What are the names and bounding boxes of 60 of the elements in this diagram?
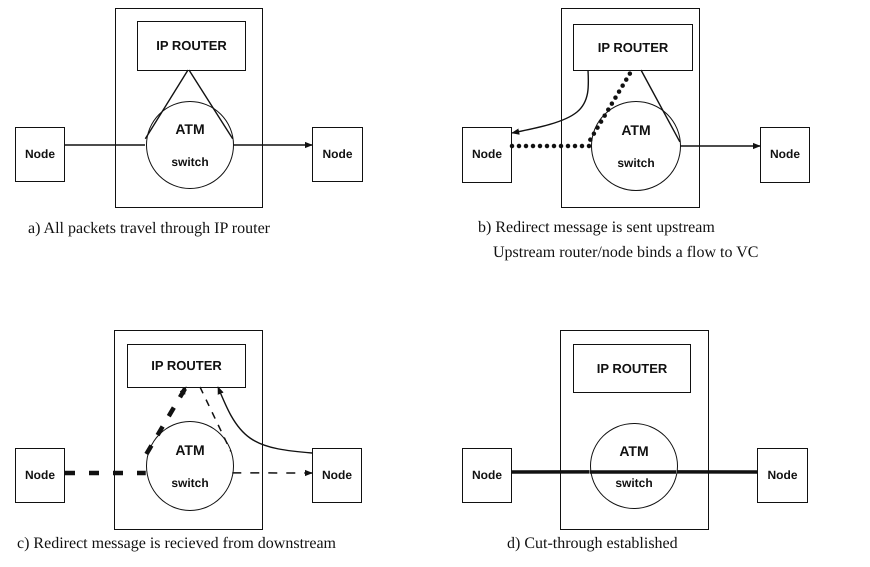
router-box xyxy=(573,344,691,393)
switch-chassis-box xyxy=(115,8,263,208)
connector-line xyxy=(512,470,590,474)
arrow xyxy=(232,470,313,476)
connector-line xyxy=(199,386,232,452)
connector-line xyxy=(676,470,757,474)
connector-line xyxy=(65,470,146,476)
node-box xyxy=(462,127,512,183)
node-label: Node xyxy=(321,468,353,482)
switch-circle xyxy=(146,101,234,189)
router-label: IP ROUTER xyxy=(596,40,670,54)
switch-circle xyxy=(146,421,234,511)
caption: b) Redirect message is sent upstream xyxy=(478,219,715,237)
router-box xyxy=(137,21,246,71)
switch-circle xyxy=(591,101,681,191)
arrow xyxy=(511,70,590,135)
switch-subtitle: switch xyxy=(170,476,210,490)
switch-subtitle: switch xyxy=(170,154,210,169)
node-label: Node xyxy=(471,468,503,482)
connector-line xyxy=(510,144,592,148)
caption: c) Redirect message is recieved from downstream xyxy=(17,535,336,553)
node-label: Node xyxy=(766,468,798,482)
router-label: IP ROUTER xyxy=(155,38,228,53)
switch-chassis-box xyxy=(114,330,263,530)
connector-line xyxy=(640,70,681,142)
node-box xyxy=(15,127,65,182)
node-label: Node xyxy=(471,147,503,161)
switch-title: ATM xyxy=(174,442,206,458)
node-label: Node xyxy=(24,468,56,482)
switch-subtitle: switch xyxy=(614,476,654,490)
node-box xyxy=(462,448,512,503)
arrow xyxy=(233,142,313,148)
node-label: Node xyxy=(769,147,801,161)
arrow xyxy=(144,386,188,456)
router-label: IP ROUTER xyxy=(596,360,668,376)
router-box xyxy=(573,24,693,71)
switch-title: ATM xyxy=(174,121,206,138)
connector-line xyxy=(65,144,145,146)
node-box xyxy=(312,448,362,503)
node-box xyxy=(312,127,363,182)
switch-circle xyxy=(590,423,678,509)
node-box xyxy=(757,448,808,503)
caption: Upstream router/node binds a flow to VC xyxy=(493,244,758,262)
caption: a) All packets travel through IP router xyxy=(28,220,270,238)
node-box xyxy=(760,127,810,183)
arrow xyxy=(217,386,312,454)
node-box xyxy=(15,448,65,503)
router-box xyxy=(127,344,246,388)
caption: d) Cut-through established xyxy=(507,535,678,553)
switch-subtitle: switch xyxy=(616,156,656,170)
node-label: Node xyxy=(24,146,56,160)
switch-title: ATM xyxy=(618,442,650,459)
connector-line xyxy=(188,70,234,140)
switch-title: ATM xyxy=(620,122,652,138)
connector-line xyxy=(144,70,189,140)
node-label: Node xyxy=(322,146,354,160)
switch-chassis-box xyxy=(560,330,709,530)
arrow xyxy=(680,142,761,150)
switch-chassis-box xyxy=(561,8,700,208)
router-label: IP ROUTER xyxy=(150,358,223,373)
